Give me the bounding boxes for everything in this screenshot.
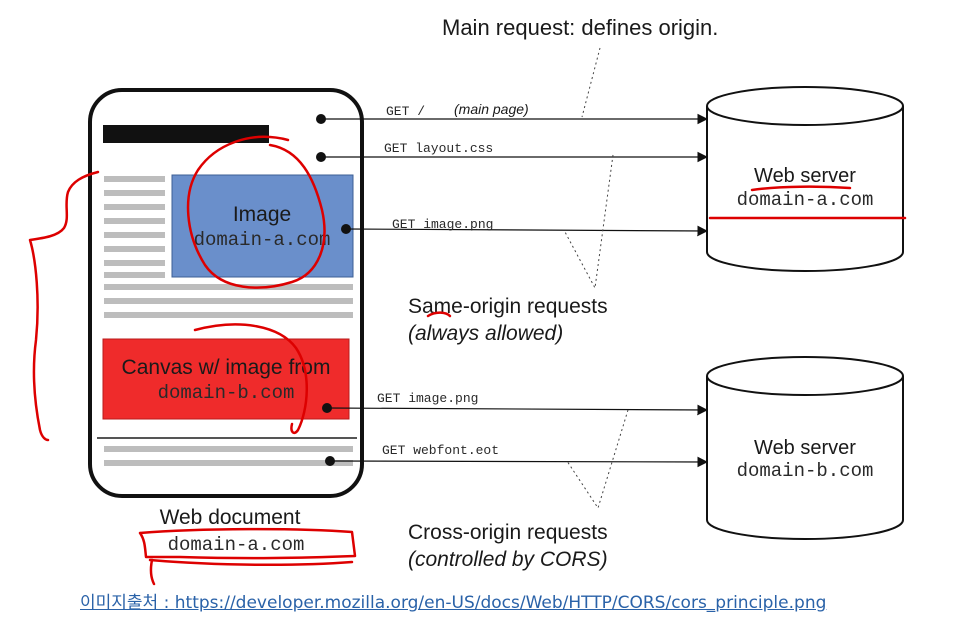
domain-box-annotation <box>138 527 357 560</box>
document-header-bar <box>103 125 269 143</box>
canvas-box-title: Canvas w/ image from <box>122 356 331 379</box>
text-lines-full <box>104 284 353 318</box>
image-source-url[interactable]: https://developer.mozilla.org/en-US/docs… <box>174 593 827 613</box>
caption-same-origin-note: (always allowed) <box>408 322 563 345</box>
caption-cross-origin: Cross-origin requests <box>408 521 608 544</box>
request-origin-dots <box>316 114 351 466</box>
bracket-annotation <box>28 170 100 442</box>
server-domain-b: Web server domain-b.com <box>706 356 904 540</box>
same-origin-mark <box>426 311 452 318</box>
web-document: Image domain-a.com Canvas w/ image from … <box>88 88 364 556</box>
document-domain: domain-a.com <box>168 534 305 556</box>
image-box-title: Image <box>233 203 291 226</box>
document-divider <box>97 437 357 439</box>
caption-main-request: Main request: defines origin. <box>442 15 718 40</box>
image-box-domain: domain-a.com <box>194 229 331 251</box>
request-label-layout: GET layout.css <box>384 141 493 156</box>
server-a-title: Web server <box>754 165 856 187</box>
request-label-main: GET / <box>386 104 425 119</box>
text-lines-left <box>104 176 165 278</box>
image-source-label: 이미지출처 : <box>80 593 175 613</box>
image-source-link[interactable]: 이미지출처 : https://developer.mozilla.org/en… <box>80 588 920 613</box>
server-title-underline <box>750 185 852 192</box>
red-annotations <box>28 135 907 586</box>
canvas-box-domain: domain-b.com <box>158 382 295 404</box>
arrow-image-a <box>345 225 709 237</box>
caption-cross-origin-note: (controlled by CORS) <box>408 548 608 571</box>
request-note-main: (main page) <box>454 101 529 117</box>
request-label-image-a: GET image.png <box>392 217 493 232</box>
canvas-circle-annotation <box>193 323 308 435</box>
domain-underline <box>148 558 354 567</box>
image-circle-annotation <box>186 135 326 289</box>
arrow-image-b <box>326 404 709 416</box>
text-lines-bottom <box>104 446 353 466</box>
server-b-domain: domain-b.com <box>737 460 874 482</box>
server-a-domain: domain-a.com <box>737 189 874 211</box>
document-frame <box>88 88 364 498</box>
request-label-image-b: GET image.png <box>377 391 478 406</box>
server-domain-a: Web server domain-a.com <box>706 86 904 272</box>
caption-same-origin: Same-origin requests <box>408 295 608 318</box>
domain-tail <box>149 558 156 586</box>
server-b-title: Web server <box>754 437 856 459</box>
document-label: Web document <box>160 506 301 529</box>
image-box <box>171 174 354 278</box>
canvas-box <box>102 338 350 420</box>
dotted-leaders <box>564 47 629 510</box>
request-arrows <box>321 113 709 468</box>
request-label-webfont: GET webfont.eot <box>382 443 499 458</box>
arrow-webfont <box>329 456 709 468</box>
